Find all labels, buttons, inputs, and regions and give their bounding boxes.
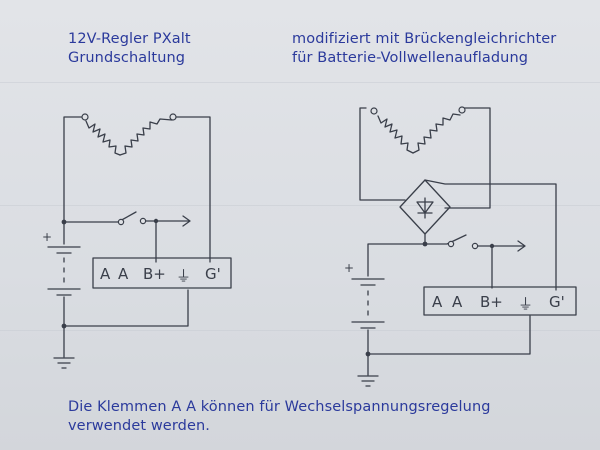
right-circuit: + A A B+ ⏚ G' — [344, 106, 577, 387]
ruled-line — [0, 330, 600, 331]
right-terminal-ground: ⏚ — [518, 295, 533, 313]
left-coil-2 — [119, 118, 173, 156]
left-coil-terminal — [81, 113, 89, 121]
left-terminal-ground: ⏚ — [176, 267, 191, 285]
left-terminal-A1: A — [100, 265, 111, 283]
left-ground-wire — [63, 289, 189, 358]
left-terminal-G: G' — [205, 265, 221, 283]
right-caption-line2: für Batterie-Vollwellenaufladung — [292, 50, 529, 66]
right-caption: modifiziert mit Brückengleichrichter für… — [292, 30, 556, 68]
ruled-line — [0, 205, 600, 206]
right-terminal-block — [423, 286, 577, 316]
left-switch-wire — [63, 211, 191, 227]
right-terminal-G: G' — [549, 293, 565, 311]
bottom-note-line2: verwendet werden. — [68, 418, 210, 434]
right-ground-symbol — [357, 375, 379, 387]
right-terminal-A2: A — [452, 293, 463, 311]
right-ground-wire — [367, 315, 531, 376]
right-long-wire — [424, 179, 557, 291]
right-coil-2 — [412, 113, 461, 154]
left-caption: 12V-Regler PXalt Grundschaltung — [68, 30, 191, 68]
right-battery-plus: + — [344, 261, 354, 275]
bottom-note: Die Klemmen A A können für Wechselspannu… — [68, 398, 491, 436]
right-battery-wire — [367, 243, 426, 277]
right-coil-1 — [377, 115, 414, 154]
left-caption-line1: 12V-Regler PXalt — [68, 31, 191, 47]
right-switch-contact — [471, 242, 479, 250]
right-switch-wire — [424, 234, 526, 252]
right-junction — [365, 351, 371, 357]
right-caption-line1: modifiziert mit Brückengleichrichter — [292, 31, 557, 47]
left-switch-contact — [139, 217, 147, 225]
bridge-diode-symbol — [416, 197, 434, 219]
right-top-wire — [359, 107, 491, 209]
left-coil-terminal — [169, 113, 177, 121]
bottom-note-line1: Die Klemmen A A können für Wechselspannu… — [68, 399, 491, 415]
left-coil-1 — [85, 120, 121, 156]
left-junction — [61, 323, 67, 329]
left-battery-plus: + — [42, 230, 52, 244]
right-coil-terminal — [458, 106, 466, 114]
left-terminal-Bplus: B+ — [143, 265, 166, 283]
right-switch-contact — [447, 240, 455, 248]
left-ground-symbol — [53, 357, 75, 369]
ruled-line — [0, 82, 600, 83]
right-terminal-A1: A — [432, 293, 443, 311]
left-caption-line2: Grundschaltung — [68, 50, 186, 66]
left-switch-contact — [117, 218, 125, 226]
left-top-wire — [63, 116, 211, 263]
left-circuit: + A A B+ ⏚ G' — [42, 113, 232, 369]
left-terminal-A2: A — [118, 265, 129, 283]
left-terminal-block — [92, 257, 232, 289]
right-terminal-Bplus: B+ — [480, 293, 503, 311]
right-coil-terminal — [370, 107, 378, 115]
